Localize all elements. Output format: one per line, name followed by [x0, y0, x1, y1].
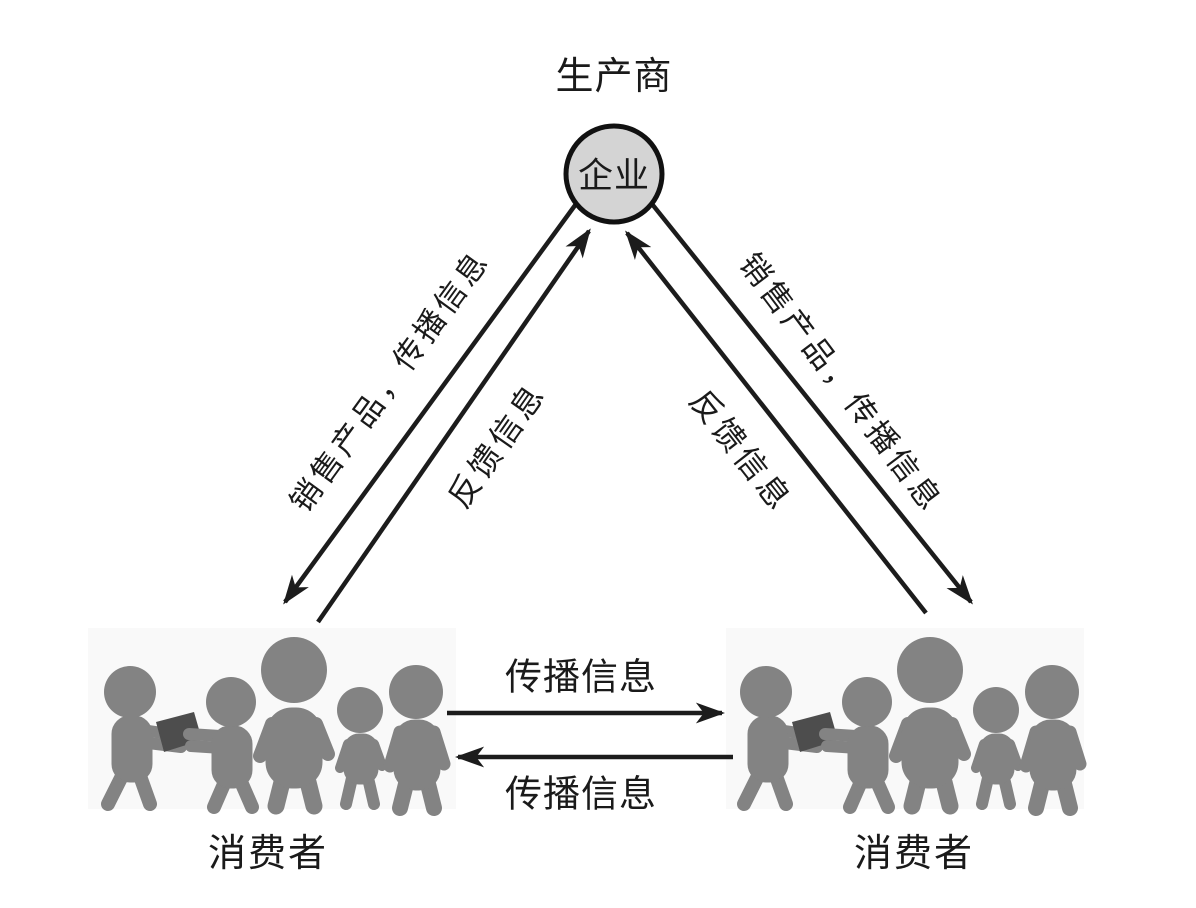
edge-left-feedback-arrow — [316, 228, 591, 624]
edge-spread-left-label: 传播信息 — [505, 773, 657, 815]
consumer-right-label: 消费者 — [853, 833, 975, 875]
enterprise-node-label: 企业 — [577, 156, 651, 196]
edge-left-sell-arrow — [283, 202, 578, 605]
enterprise-node — [563, 123, 665, 225]
edge-spread-right-label: 传播信息 — [505, 656, 657, 698]
edge-right-sell-arrow — [650, 202, 973, 605]
producer-title: 生产商 — [555, 56, 673, 98]
edge-right-feedback-arrow — [625, 230, 928, 615]
consumer-left-label: 消费者 — [207, 833, 329, 875]
